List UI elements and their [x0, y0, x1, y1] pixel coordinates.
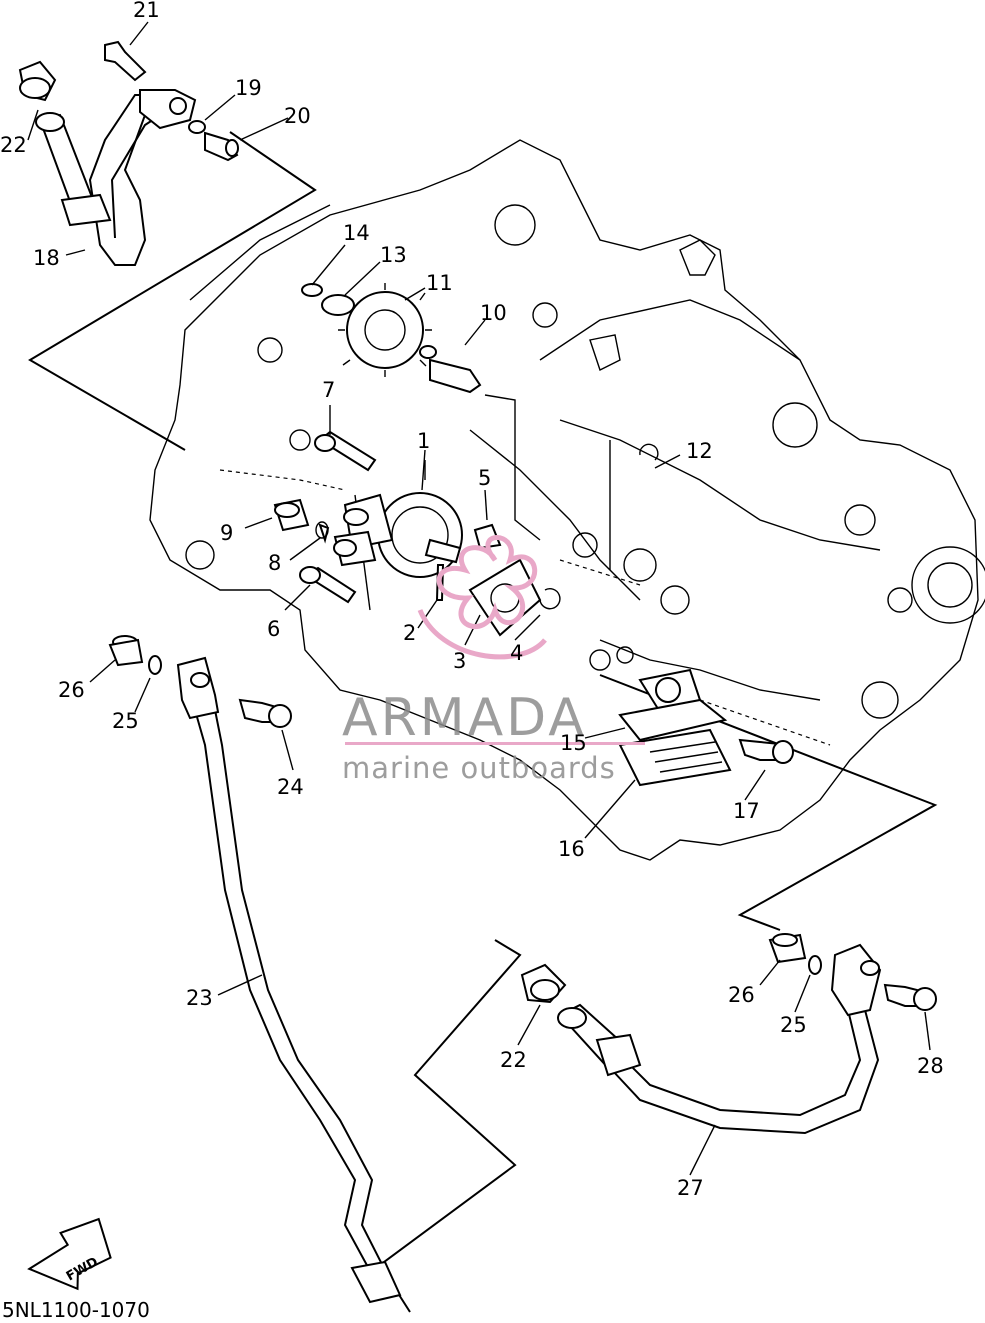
callout-22-top: 22 — [0, 133, 27, 157]
callout-17: 17 — [733, 799, 760, 823]
callout-23: 23 — [186, 986, 213, 1010]
oil-pump-assembly — [273, 283, 659, 637]
watermark-underline — [345, 742, 645, 745]
callout-21: 21 — [133, 0, 160, 22]
reference-lines — [28, 131, 938, 1313]
callout-20: 20 — [284, 104, 311, 128]
oil-hose-27 — [520, 933, 937, 1135]
callout-16: 16 — [558, 837, 585, 861]
callout-8: 8 — [268, 551, 281, 575]
callout-1: 1 — [417, 429, 430, 453]
callout-labels: 1 2 3 4 5 6 7 8 9 10 11 12 13 14 15 16 1… — [0, 0, 944, 1200]
fwd-arrow: FWD — [27, 1217, 112, 1291]
callout-5: 5 — [478, 466, 491, 490]
callout-27: 27 — [677, 1176, 704, 1200]
callout-28: 28 — [917, 1054, 944, 1078]
callout-10: 10 — [480, 301, 507, 325]
callout-15: 15 — [560, 731, 587, 755]
callout-2: 2 — [403, 621, 416, 645]
callout-18: 18 — [33, 246, 60, 270]
callout-26-right: 26 — [728, 983, 755, 1007]
crankcase-outline — [149, 139, 985, 861]
callout-13: 13 — [380, 243, 407, 267]
callout-22-bottom: 22 — [500, 1048, 527, 1072]
leader-lines — [27, 21, 931, 1176]
callout-9: 9 — [220, 521, 233, 545]
watermark-tagline: marine outboards — [342, 751, 616, 785]
watermark-brand: ARMADA — [342, 688, 587, 748]
callout-7: 7 — [322, 378, 335, 402]
callout-25-left: 25 — [112, 709, 139, 733]
oil-hose-18 — [18, 40, 239, 266]
oil-strainer-assembly — [618, 668, 794, 787]
callout-12: 12 — [686, 439, 713, 463]
watermark-flower-icon — [436, 535, 538, 629]
diagram-code: 5NL1100-1070 — [2, 1298, 150, 1322]
watermark: ARMADA marine outboards — [342, 535, 645, 785]
callout-24: 24 — [277, 775, 304, 799]
callout-19: 19 — [235, 76, 262, 100]
callout-14: 14 — [343, 221, 370, 245]
callout-3: 3 — [453, 649, 466, 673]
callout-4: 4 — [510, 641, 523, 665]
callout-6: 6 — [267, 617, 280, 641]
oil-hose-23 — [108, 635, 402, 1304]
callout-11: 11 — [426, 271, 453, 295]
callout-26-left: 26 — [58, 678, 85, 702]
callout-25-right: 25 — [780, 1013, 807, 1037]
